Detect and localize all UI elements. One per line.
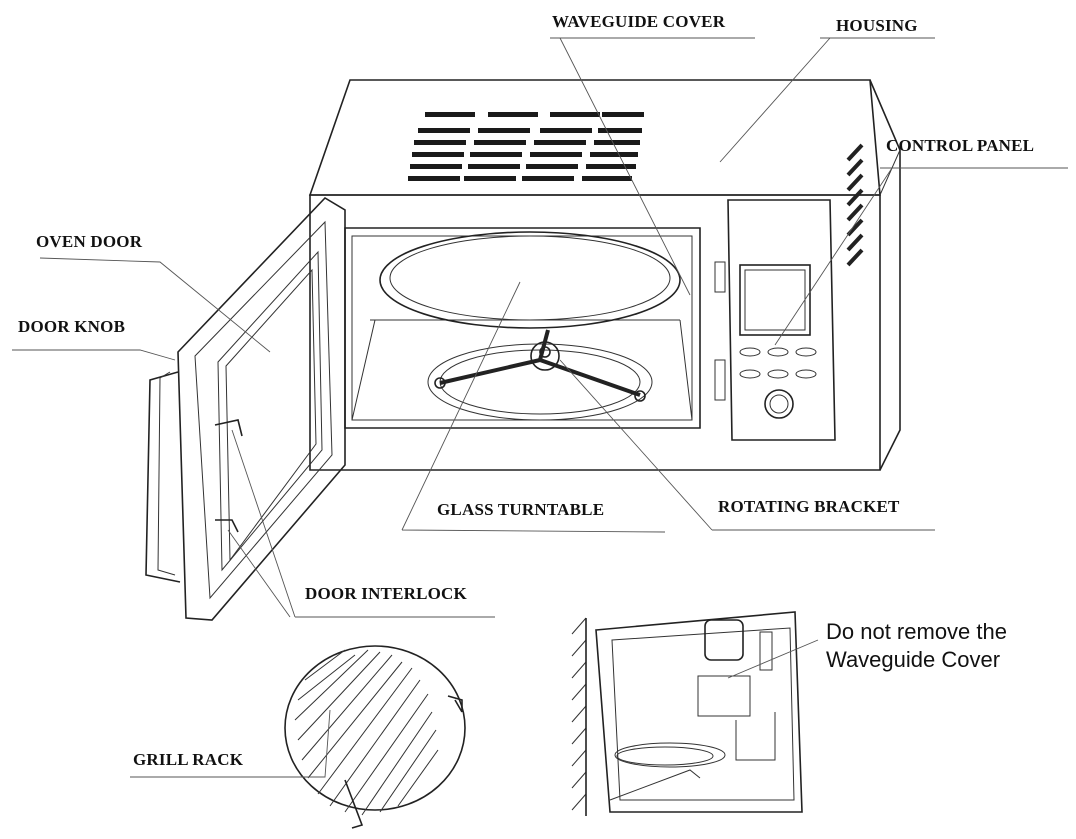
label-glass-turntable: GLASS TURNTABLE [437,500,605,519]
waveguide-note-line1: Do not remove the [826,619,1007,644]
label-waveguide-cover: WAVEGUIDE COVER [552,12,726,31]
door-knob-shape [145,371,181,583]
label-housing: HOUSING [836,16,918,35]
label-door-knob: DOOR KNOB [18,317,126,336]
oven-cavity [344,227,701,429]
microwave-housing [308,79,901,471]
waveguide-note-line2: Waveguide Cover [826,647,1001,672]
roller-ring [427,343,653,421]
top-vents [408,112,644,181]
grill-rack-shape [284,645,466,829]
label-door-interlock: DOOR INTERLOCK [305,584,467,603]
glass-turntable-shape [379,231,681,329]
oven-door-shape [145,196,346,621]
control-panel-shape [714,199,836,441]
waveguide-cover-detail [704,619,744,661]
dial-knob [764,389,794,419]
door-interlock-hooks [214,419,243,533]
label-control-panel: CONTROL PANEL [886,136,1035,155]
side-vents [846,143,864,267]
waveguide-inset [571,611,803,816]
label-rotating-bracket: ROTATING BRACKET [718,497,900,516]
label-grill-rack: GRILL RACK [133,750,244,769]
waveguide-note: Do not remove the Waveguide Cover [826,618,1007,674]
label-oven-door: OVEN DOOR [36,232,143,251]
rotating-bracket-shape [434,329,646,402]
leader-lines [12,37,1068,778]
